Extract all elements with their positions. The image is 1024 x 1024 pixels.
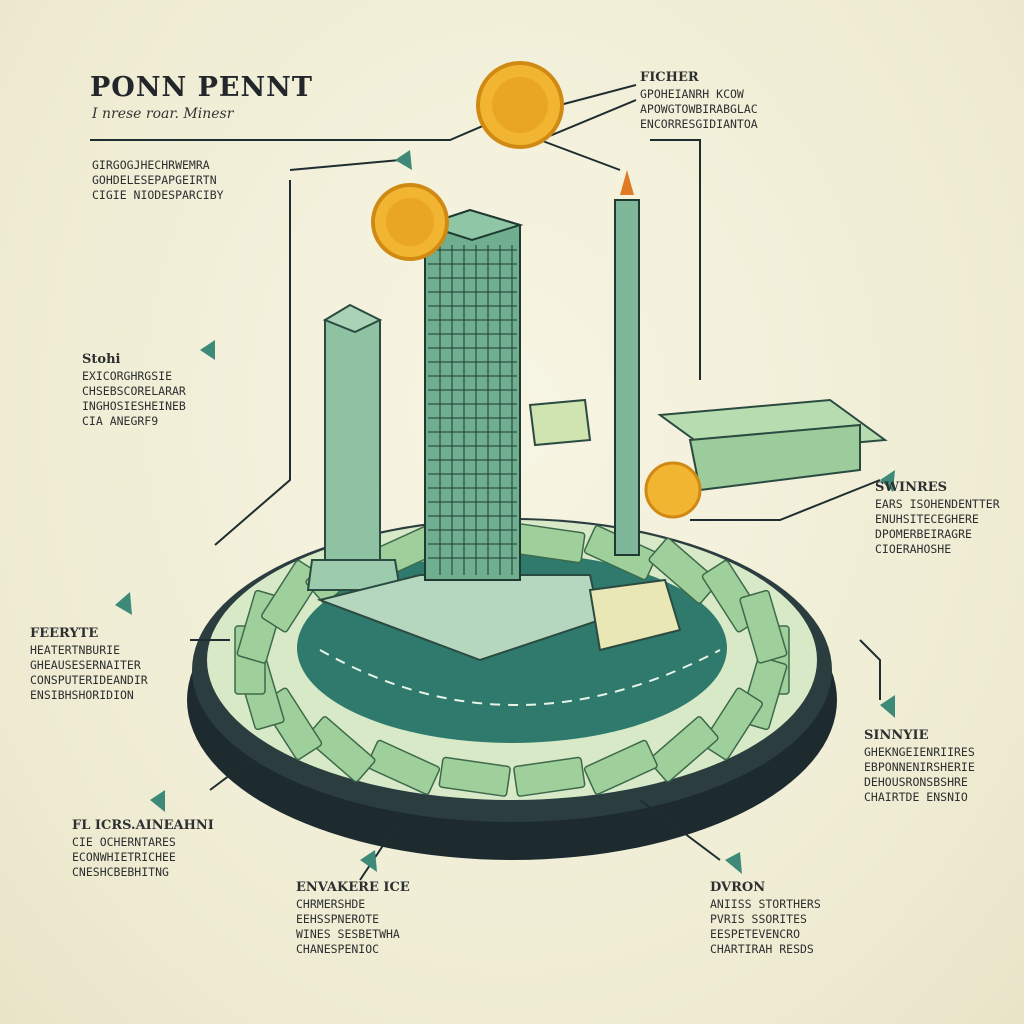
banknote — [648, 537, 719, 604]
callout-line: CHRMERSHDE — [296, 897, 366, 911]
callout-line: CIOERAHOSHE — [875, 542, 952, 556]
callout-line: EARS ISOHENDENTTER — [875, 497, 1000, 511]
callout-right: SINNYIE GHEKNGEIENRIIRES EBPONNENIRSHERI… — [864, 728, 975, 805]
banknote — [260, 559, 323, 633]
page-title: PONN PENNT — [90, 72, 313, 103]
page-subtitle: I nrese roar. Minesr — [92, 106, 234, 122]
callout-line: CHSEBSCORELARAR — [82, 384, 186, 398]
banknote — [366, 739, 441, 795]
callout-line: HEATERTNBURIE — [30, 643, 121, 657]
main-tower — [316, 208, 602, 662]
callout-line: GHEAUSESERNAITER — [30, 658, 141, 672]
arrow-markers — [115, 150, 895, 874]
callout-line: INGHOSIESHEINEB — [82, 399, 186, 413]
banknote — [513, 756, 586, 797]
banknote — [739, 589, 788, 664]
banknote — [648, 716, 719, 783]
callout-line: APOWGTOWBIRABGLAC — [640, 102, 758, 116]
callout-head: DVRON — [710, 880, 766, 895]
banknote — [583, 739, 658, 795]
cash-stack — [588, 578, 682, 652]
dashed-path — [319, 649, 721, 706]
banknote — [305, 716, 376, 783]
callout-left: FEERYTE HEATERTNBURIE GHEAUSESERNAITER C… — [30, 626, 148, 703]
banknote — [438, 756, 511, 797]
coins — [371, 61, 702, 519]
callout-line: ENUHSITECEGHERE — [875, 512, 979, 526]
callout-line: DPOMERBEIRAGRE — [875, 527, 972, 541]
callout-line: CIGIE NIODESPARCIBY — [92, 188, 224, 202]
callout-line: CHANESPENIOC — [296, 942, 380, 956]
callout-bottom-left: FL ICRS.AINEAHNI CIE OCHERNTARES ECONWHI… — [72, 818, 214, 880]
callout-mid-right: SWINRES EARS ISOHENDENTTER ENUHSITECEGHE… — [875, 480, 1000, 557]
callout-line: ECONWHIETRICHEE — [72, 850, 176, 864]
callout-line: EESPETEVENCRO — [710, 927, 801, 941]
callout-line: PVRIS SSORITES — [710, 912, 807, 926]
callout-line: DEHOUSRONSBSHRE — [864, 775, 968, 789]
callout-head: SWINRES — [875, 480, 948, 495]
callout-line: CONSPUTERIDEANDIR — [30, 673, 148, 687]
callout-top-left: GIRGOGJHECHRWEMRA GOHDELESEPAPGEIRTN CIG… — [92, 158, 224, 203]
callout-line: GPOHEIANRH KCOW — [640, 87, 744, 101]
banknote — [701, 687, 764, 761]
callout-line: GHEKNGEIENRIIRES — [864, 745, 975, 759]
callout-bottom-right: DVRON ANIISS STORTHERS PVRIS SSORITES EE… — [710, 880, 821, 957]
callout-line: ANIISS STORTHERS — [710, 897, 821, 911]
callout-head: SINNYIE — [864, 728, 929, 743]
balance-pole — [528, 170, 888, 556]
callout-head: FICHER — [640, 70, 699, 85]
callout-bottom-center: ENVAKERE ICE CHRMERSHDE EEHSSPNEROTE WIN… — [296, 880, 410, 957]
callout-line: EXICORGHRGSIE — [82, 369, 173, 383]
callout-line: CHARTIRAH RESDS — [710, 942, 814, 956]
callout-head: Stohi — [82, 352, 121, 367]
callout-line: ENSIBHSHORIDION — [30, 688, 134, 702]
callout-line: EBPONNENIRSHERIE — [864, 760, 975, 774]
short-tower — [306, 303, 402, 591]
callout-line: CIE OCHERNTARES — [72, 835, 176, 849]
callout-line: CIA ANEGRF9 — [82, 414, 159, 428]
callout-line: ENCORRESGIDIANTOA — [640, 117, 758, 131]
callout-line: CNESHCBEBHITNG — [72, 865, 169, 879]
callout-line: EEHSSPNEROTE — [296, 912, 380, 926]
coin-right — [644, 461, 702, 519]
callout-line: GIRGOGJHECHRWEMRA — [92, 158, 210, 172]
callout-head: FEERYTE — [30, 626, 99, 641]
callout-head: FL ICRS.AINEAHNI — [72, 818, 214, 833]
callout-mid-left: Stohi EXICORGHRGSIE CHSEBSCORELARAR INGH… — [82, 352, 186, 429]
callout-top-right: FICHER GPOHEIANRH KCOW APOWGTOWBIRABGLAC… — [640, 70, 758, 132]
callout-line: WINES SESBETWHA — [296, 927, 400, 941]
callout-line: GOHDELESEPAPGEIRTN — [92, 173, 217, 187]
callout-head: ENVAKERE ICE — [296, 880, 410, 895]
callout-line: CHAIRTDE ENSNIO — [864, 790, 968, 804]
